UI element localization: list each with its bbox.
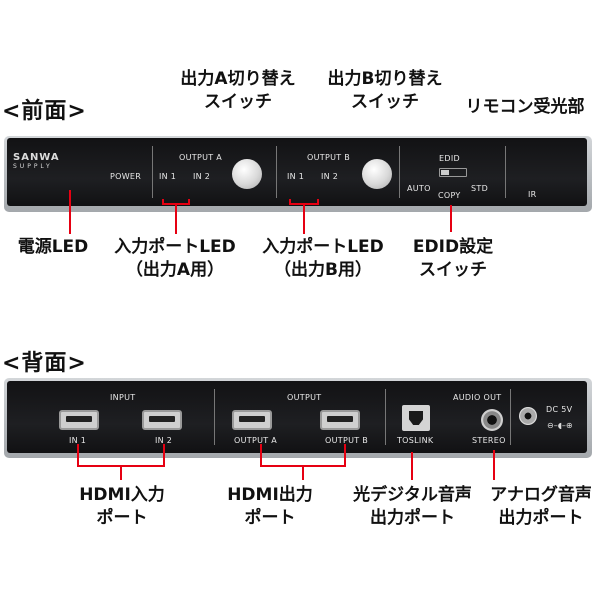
callout-line: 光デジタル音声 xyxy=(353,485,472,505)
callout-line: スイッチ xyxy=(351,92,419,112)
callout-line: ポート xyxy=(96,508,148,528)
callout-analog-out: アナログ音声 出力ポート xyxy=(484,484,598,530)
callout-edid-switch: EDID設定 スイッチ xyxy=(398,236,508,282)
callout-line: 出力ポート xyxy=(498,508,584,528)
callout-ir-receiver: リモコン受光部 xyxy=(455,96,595,119)
callout-line: 出力A切り替え xyxy=(180,69,296,89)
hdmi-in2-port xyxy=(142,410,182,430)
in2-label-b: IN 2 xyxy=(321,172,339,181)
panel-divider xyxy=(214,389,215,445)
callout-line: （出力A用） xyxy=(125,260,225,280)
callout-line: アナログ音声 xyxy=(490,485,592,505)
dc-label: DC 5V xyxy=(546,405,573,414)
back-heading: <背面> xyxy=(2,351,87,376)
edid-auto-label: AUTO xyxy=(407,184,431,193)
callout-line: 電源LED xyxy=(17,237,89,257)
out-a-label: OUTPUT A xyxy=(234,436,278,445)
callout-line: 出力ポート xyxy=(370,508,455,528)
callout-hdmi-out: HDMI出力 ポート xyxy=(210,484,330,530)
callout-switch-a: 出力A切り替え スイッチ xyxy=(168,68,308,114)
in2-label-back: IN 2 xyxy=(155,436,173,445)
output-a-switch[interactable] xyxy=(232,159,262,189)
brand-name: SANWA xyxy=(13,152,60,163)
output-label: OUTPUT xyxy=(287,393,322,402)
ir-label: IR xyxy=(528,190,537,199)
callout-line: （出力B用） xyxy=(274,260,372,280)
brand-logo: SANWA SUPPLY xyxy=(13,152,60,170)
toslink-label: TOSLINK xyxy=(397,436,434,445)
in1-label-a: IN 1 xyxy=(159,172,177,181)
hdmi-out-a-port xyxy=(232,410,272,430)
callout-optical-out: 光デジタル音声 出力ポート xyxy=(340,484,485,530)
callout-line: リモコン受光部 xyxy=(465,97,585,117)
callout-line: 入力ポートLED xyxy=(114,237,236,257)
callout-line: 出力B切り替え xyxy=(327,69,443,89)
output-b-switch[interactable] xyxy=(362,159,392,189)
callout-hdmi-in: HDMI入力 ポート xyxy=(62,484,182,530)
toslink-port xyxy=(402,405,430,431)
dc-polarity-icon: ⊖–◖–⊕ xyxy=(547,421,573,430)
callout-line: スイッチ xyxy=(419,260,487,280)
back-device: INPUT IN 1 IN 2 OUTPUT OUTPUT A OUTPUT B… xyxy=(4,378,592,458)
edid-copy-label: COPY xyxy=(438,191,461,200)
in1-label-back: IN 1 xyxy=(69,436,87,445)
callout-line: 入力ポートLED xyxy=(262,237,384,257)
stereo-label: STEREO xyxy=(472,436,506,445)
callout-line: HDMI入力 xyxy=(79,485,165,505)
panel-divider xyxy=(276,146,277,198)
edid-switch[interactable] xyxy=(439,168,467,177)
back-panel: INPUT IN 1 IN 2 OUTPUT OUTPUT A OUTPUT B… xyxy=(7,381,587,453)
edid-std-label: STD xyxy=(471,184,489,193)
callout-line: ポート xyxy=(244,508,296,528)
brand-sub: SUPPLY xyxy=(13,163,53,170)
out-b-label: OUTPUT B xyxy=(325,436,369,445)
callout-switch-b: 出力B切り替え スイッチ xyxy=(315,68,455,114)
callout-power-led: 電源LED xyxy=(8,236,98,259)
callout-line: EDID設定 xyxy=(412,237,494,257)
callout-port-led-b: 入力ポートLED （出力B用） xyxy=(258,236,388,282)
hdmi-out-b-port xyxy=(320,410,360,430)
edid-label: EDID xyxy=(439,154,460,163)
front-heading: <前面> xyxy=(2,99,87,124)
callout-line: HDMI出力 xyxy=(227,485,313,505)
panel-divider xyxy=(385,389,386,445)
front-device: SANWA SUPPLY POWER OUTPUT A IN 1 IN 2 OU… xyxy=(4,136,592,212)
edid-switch-knob xyxy=(441,170,449,175)
callout-line: スイッチ xyxy=(204,92,272,112)
in1-label-b: IN 1 xyxy=(287,172,305,181)
callout-port-led-a: 入力ポートLED （出力A用） xyxy=(110,236,240,282)
stereo-jack xyxy=(481,409,503,431)
hdmi-in1-port xyxy=(59,410,99,430)
toslink-port-opening xyxy=(409,411,423,425)
output-a-label: OUTPUT A xyxy=(179,153,223,162)
panel-divider xyxy=(505,146,506,198)
in2-label-a: IN 2 xyxy=(193,172,211,181)
output-b-label: OUTPUT B xyxy=(307,153,351,162)
panel-divider xyxy=(399,146,400,198)
panel-divider xyxy=(152,146,153,198)
audio-out-label: AUDIO OUT xyxy=(453,393,502,402)
input-label: INPUT xyxy=(110,393,136,402)
power-label: POWER xyxy=(110,172,142,181)
dc-jack xyxy=(519,407,537,425)
panel-divider xyxy=(510,389,511,445)
front-panel: SANWA SUPPLY POWER OUTPUT A IN 1 IN 2 OU… xyxy=(7,138,587,206)
